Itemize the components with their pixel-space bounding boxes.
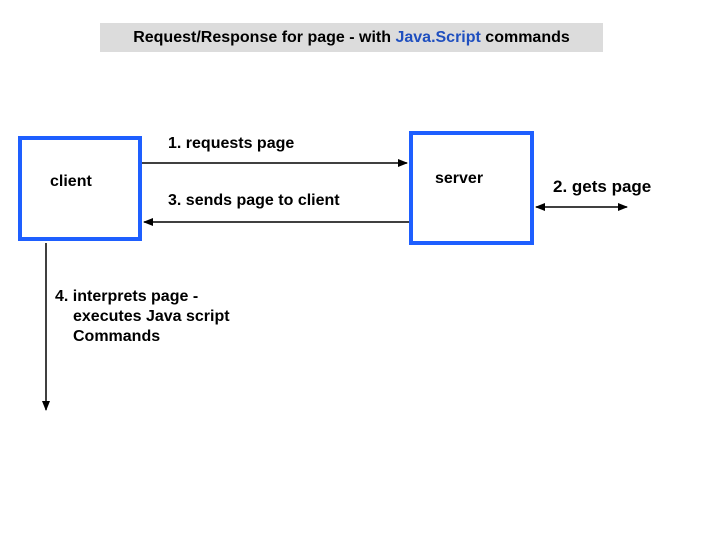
sends-label: 3. sends page to client [168, 192, 340, 209]
server-box [409, 131, 534, 245]
title-highlight: Java.Script [395, 29, 481, 46]
interprets-line-2: executes Java script [73, 308, 230, 325]
request-label: 1. requests page [168, 135, 295, 152]
interprets-label: 4. interprets page - executes Java scrip… [55, 287, 275, 347]
client-label: client [50, 173, 92, 190]
server-label: server [435, 170, 484, 187]
gets-label: 2. gets page [553, 177, 652, 196]
interprets-line-1: 4. interprets page - [55, 288, 199, 305]
interprets-line-3: Commands [73, 328, 161, 345]
title-suffix: commands [480, 29, 570, 46]
title-prefix: Request/Response for page - with [133, 29, 396, 46]
diagram-title: Request/Response for page - with Java.Sc… [100, 23, 603, 52]
client-box [18, 136, 142, 241]
